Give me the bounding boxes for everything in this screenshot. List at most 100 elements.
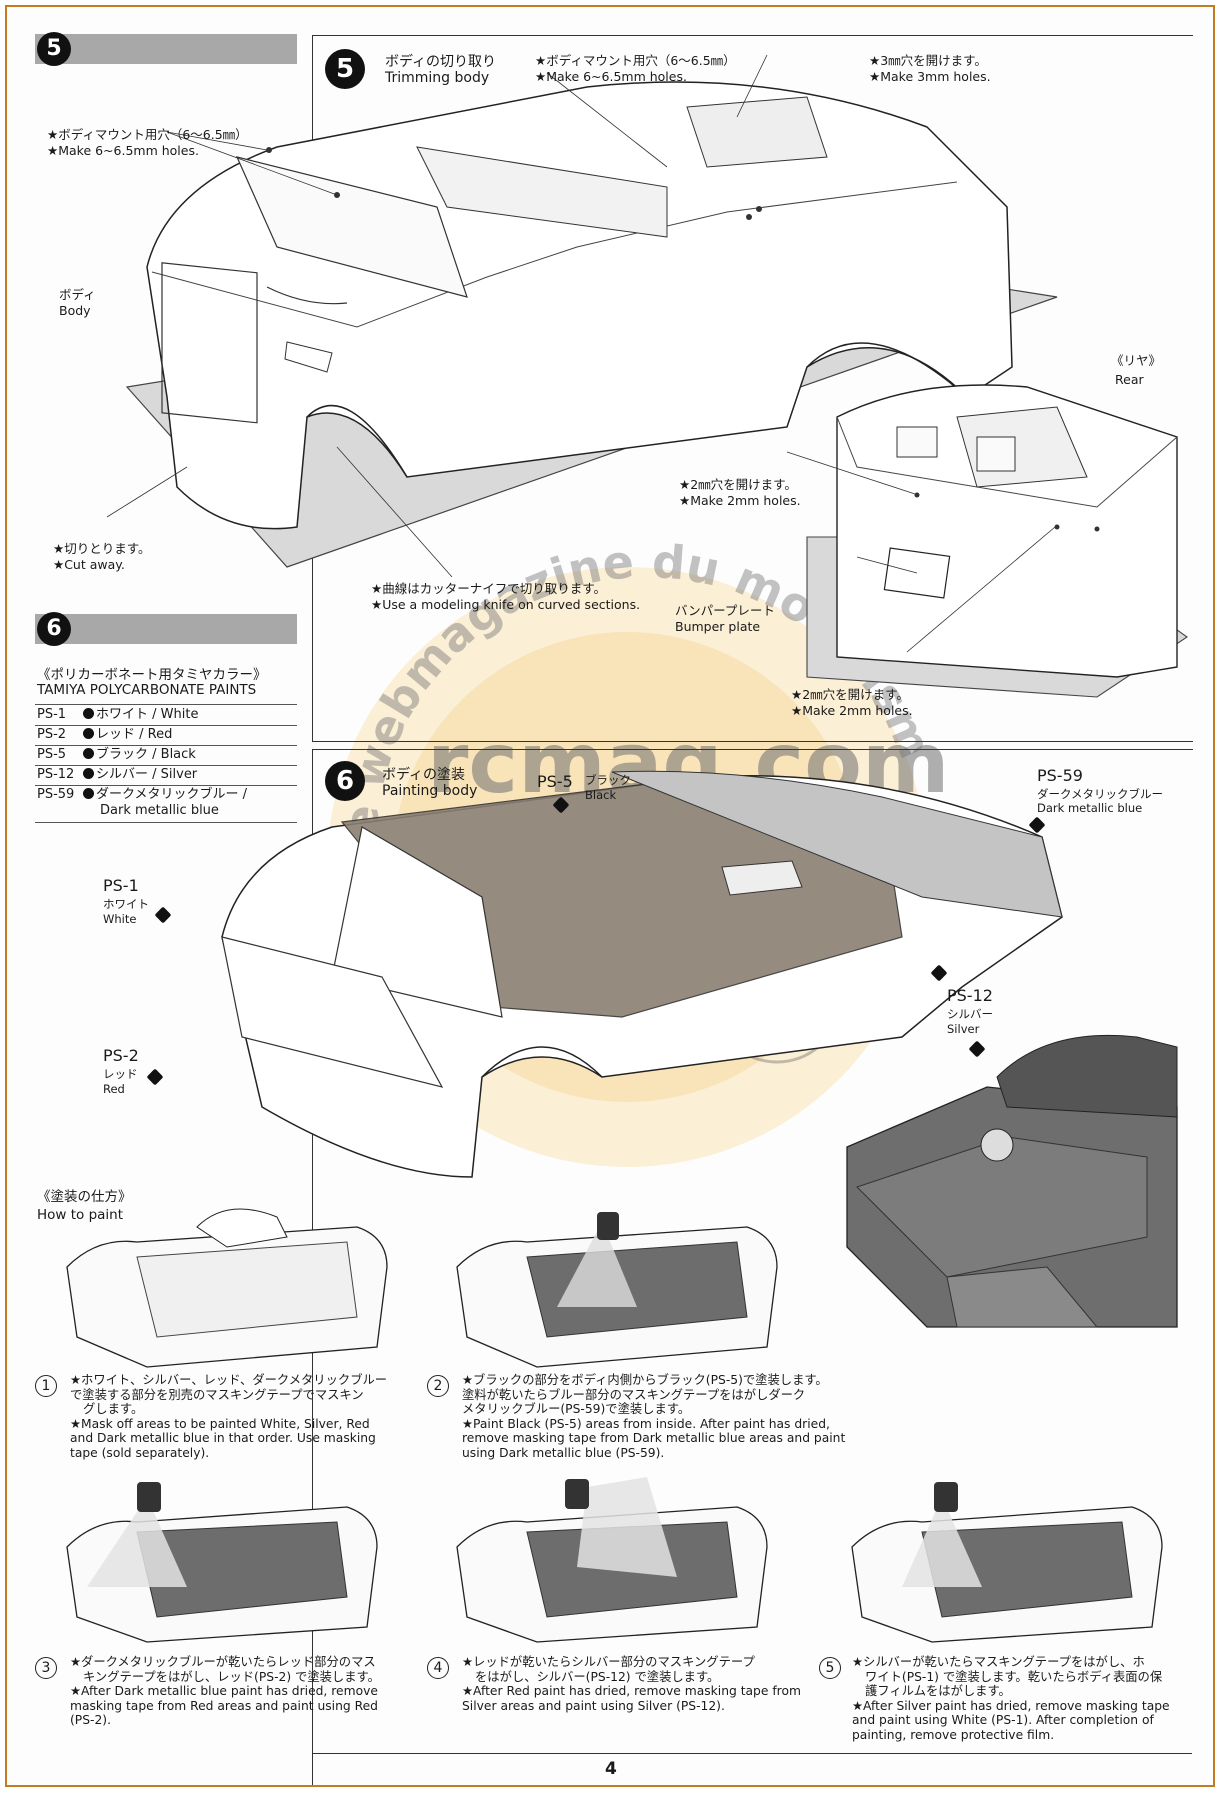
step-1-jp-line-3: グします。 <box>83 1402 144 1416</box>
label-ps59-en: Dark metallic blue <box>1037 801 1143 815</box>
howto-title-en: How to paint <box>37 1207 124 1223</box>
paint-name: シルバー / Silver <box>96 767 198 782</box>
label-body-en: Body <box>59 303 91 318</box>
paints-divider <box>35 745 297 746</box>
step-3-en-line-3: (PS-2). <box>70 1713 111 1727</box>
paint-name-line2: Dark metallic blue <box>100 803 219 818</box>
label-bumper-plate-en: Bumper plate <box>675 619 761 634</box>
body-trimming-illustration <box>106 54 1058 578</box>
section-5-header-bar <box>35 34 297 64</box>
step-5-en-line-1: ★After Silver paint has dried, remove ma… <box>852 1698 1170 1713</box>
callout-mount-holes-top-jp: ★ボディマウント用穴（6〜6.5㎜） <box>535 53 736 68</box>
label-ps5: PS-5 <box>537 773 573 791</box>
step-6-title-jp: ボディの塗装 <box>382 767 466 783</box>
bottom-rule <box>312 1753 1192 1754</box>
step-4-en-line-1: ★After Red paint has dried, remove maski… <box>462 1684 801 1698</box>
callout-2mm-holes-b-en: ★Make 2mm holes. <box>791 703 913 718</box>
label-ps2: PS-2 <box>103 1047 139 1065</box>
howto-step-4-text: ★レッドが乾いたらシルバー部分のマスキングテープ をはがし、シルバー(PS-12… <box>462 1655 801 1713</box>
callout-cut-away-jp: ★切りとります。 <box>53 541 151 556</box>
howto-step-2-text: ★ブラックの部分をボディ内側からブラック(PS-5)で塗装します。 塗料が乾いた… <box>462 1373 845 1460</box>
howto-illustration-2 <box>456 1212 778 1368</box>
howto-illustration-4 <box>456 1477 768 1643</box>
step-2-en-line-1: ★Paint Black (PS-5) areas from inside. A… <box>462 1416 830 1431</box>
paint-row-ps5: PS-5 ブラック / Black <box>37 746 196 764</box>
step-5-title-en: Trimming body <box>385 70 490 86</box>
step-3-en-line-1: ★After Dark metallic blue paint has drie… <box>70 1684 378 1698</box>
callout-2mm-holes-a-jp: ★2㎜穴を開けます。 <box>679 477 797 492</box>
paint-row-ps1: PS-1 ホワイト / White <box>37 706 198 724</box>
paints-divider <box>35 822 297 823</box>
paint-name: ダークメタリックブルー / <box>96 787 247 802</box>
step-1-en-line-2: and Dark metallic blue in that order. Us… <box>70 1431 376 1445</box>
step-4-jp-line-2: をはがし、シルバー(PS-12) で塗装します。 <box>475 1669 720 1684</box>
howto-illustration-1 <box>66 1208 388 1368</box>
label-ps59-jp: ダークメタリックブルー <box>1037 787 1164 801</box>
paint-code: PS-1 <box>37 707 67 722</box>
paints-divider <box>35 785 297 786</box>
callout-3mm-holes-en: ★Make 3mm holes. <box>869 69 991 84</box>
label-ps2-en: Red <box>103 1082 125 1096</box>
howto-step-4-number: 4 <box>427 1657 449 1679</box>
paint-row-ps59-line2: Dark metallic blue <box>100 802 219 820</box>
howto-step-3-number: 3 <box>35 1657 57 1679</box>
callout-3mm-holes-jp: ★3㎜穴を開けます。 <box>869 53 987 68</box>
paint-marker-ps2-icon <box>146 1068 164 1086</box>
howto-step-1-number: 1 <box>35 1375 57 1397</box>
step-2-jp-line-2: 塗料が乾いたらブルー部分のマスキングテープをはがしダーク <box>462 1387 806 1402</box>
callout-mount-holes-left-jp: ★ボディマウント用穴（6〜6.5㎜） <box>47 127 248 142</box>
paints-divider <box>35 765 297 766</box>
step-1-en-line-3: tape (sold separately). <box>70 1445 210 1460</box>
body-painting-illustration <box>221 770 1063 1178</box>
step-5-number: 5 <box>325 49 365 89</box>
callout-knife-en: ★Use a modeling knife on curved sections… <box>371 597 641 612</box>
callout-cut-away-en: ★Cut away. <box>53 557 125 572</box>
howto-step-3-text: ★ダークメタリックブルーが乾いたらレッド部分のマス キングテープをはがし、レッド… <box>70 1655 380 1728</box>
paint-dot-icon <box>83 768 94 779</box>
label-ps5-jp: ブラック <box>585 773 631 787</box>
callout-knife-jp: ★曲線はカッターナイフで切り取ります。 <box>371 581 606 596</box>
howto-step-2-number: 2 <box>427 1375 449 1397</box>
paint-code: PS-12 <box>37 767 75 782</box>
label-rear-jp: 《リヤ》 <box>1111 353 1162 368</box>
label-ps59-code: PS-59 <box>1037 766 1083 785</box>
step-2-en-line-2: remove masking tape from Dark metallic b… <box>462 1431 846 1445</box>
paint-dot-icon <box>83 748 94 759</box>
paint-marker-ps1-icon <box>154 906 172 924</box>
section-6-header-bar <box>35 614 297 644</box>
label-ps12-en: Silver <box>947 1022 980 1036</box>
paint-row-ps12: PS-12 シルバー / Silver <box>37 766 197 784</box>
paints-divider <box>35 725 297 726</box>
silver-area-inset <box>846 1034 1178 1328</box>
paints-divider <box>35 704 297 705</box>
step-1-jp-line-1: ★ホワイト、シルバー、レッド、ダークメタリックブルー <box>70 1373 388 1387</box>
step-1-jp-line-2: で塗装する部分を別売のマスキングテープでマスキン <box>70 1387 364 1402</box>
howto-step-1-text: ★ホワイト、シルバー、レッド、ダークメタリックブルー で塗装する部分を別売のマス… <box>70 1373 387 1460</box>
step-5-title-jp: ボディの切り取り <box>385 54 497 70</box>
label-ps1: PS-1 <box>103 877 139 895</box>
label-ps5-code: PS-5 <box>537 772 573 791</box>
label-ps2-code: PS-2 <box>103 1046 139 1065</box>
label-ps12-code: PS-12 <box>947 986 993 1005</box>
paint-code: PS-5 <box>37 747 67 762</box>
howto-step-5-number: 5 <box>819 1657 841 1679</box>
paint-name: ホワイト / White <box>96 707 199 722</box>
step-2-en-line-3: using Dark metallic blue (PS-59). <box>462 1445 665 1460</box>
label-ps1-en: White <box>103 912 137 926</box>
step-1-en-line-1: ★Mask off areas to be painted White, Sil… <box>70 1416 370 1431</box>
label-ps2-jp: レッド <box>103 1067 138 1081</box>
label-bumper-plate-jp: バンパープレート <box>675 603 775 618</box>
page-number: 4 <box>605 1759 617 1779</box>
manual-page: Le webmagazine du modélisme rcmag.com 5 … <box>5 5 1215 1787</box>
paint-name: レッド / Red <box>96 727 173 742</box>
rear-detail-illustration <box>786 384 1188 698</box>
paint-name: ブラック / Black <box>96 747 196 762</box>
step-5-en-line-2: and paint using White (PS-1). After comp… <box>852 1713 1154 1727</box>
paint-dot-icon <box>83 728 94 739</box>
label-rear-en: Rear <box>1115 372 1144 387</box>
paint-code: PS-59 <box>37 787 75 802</box>
callout-mount-holes-left-en: ★Make 6~6.5mm holes. <box>47 143 199 158</box>
howto-title-jp: 《塗装の仕方》 <box>37 1189 132 1205</box>
label-ps59: PS-59 <box>1037 767 1083 785</box>
